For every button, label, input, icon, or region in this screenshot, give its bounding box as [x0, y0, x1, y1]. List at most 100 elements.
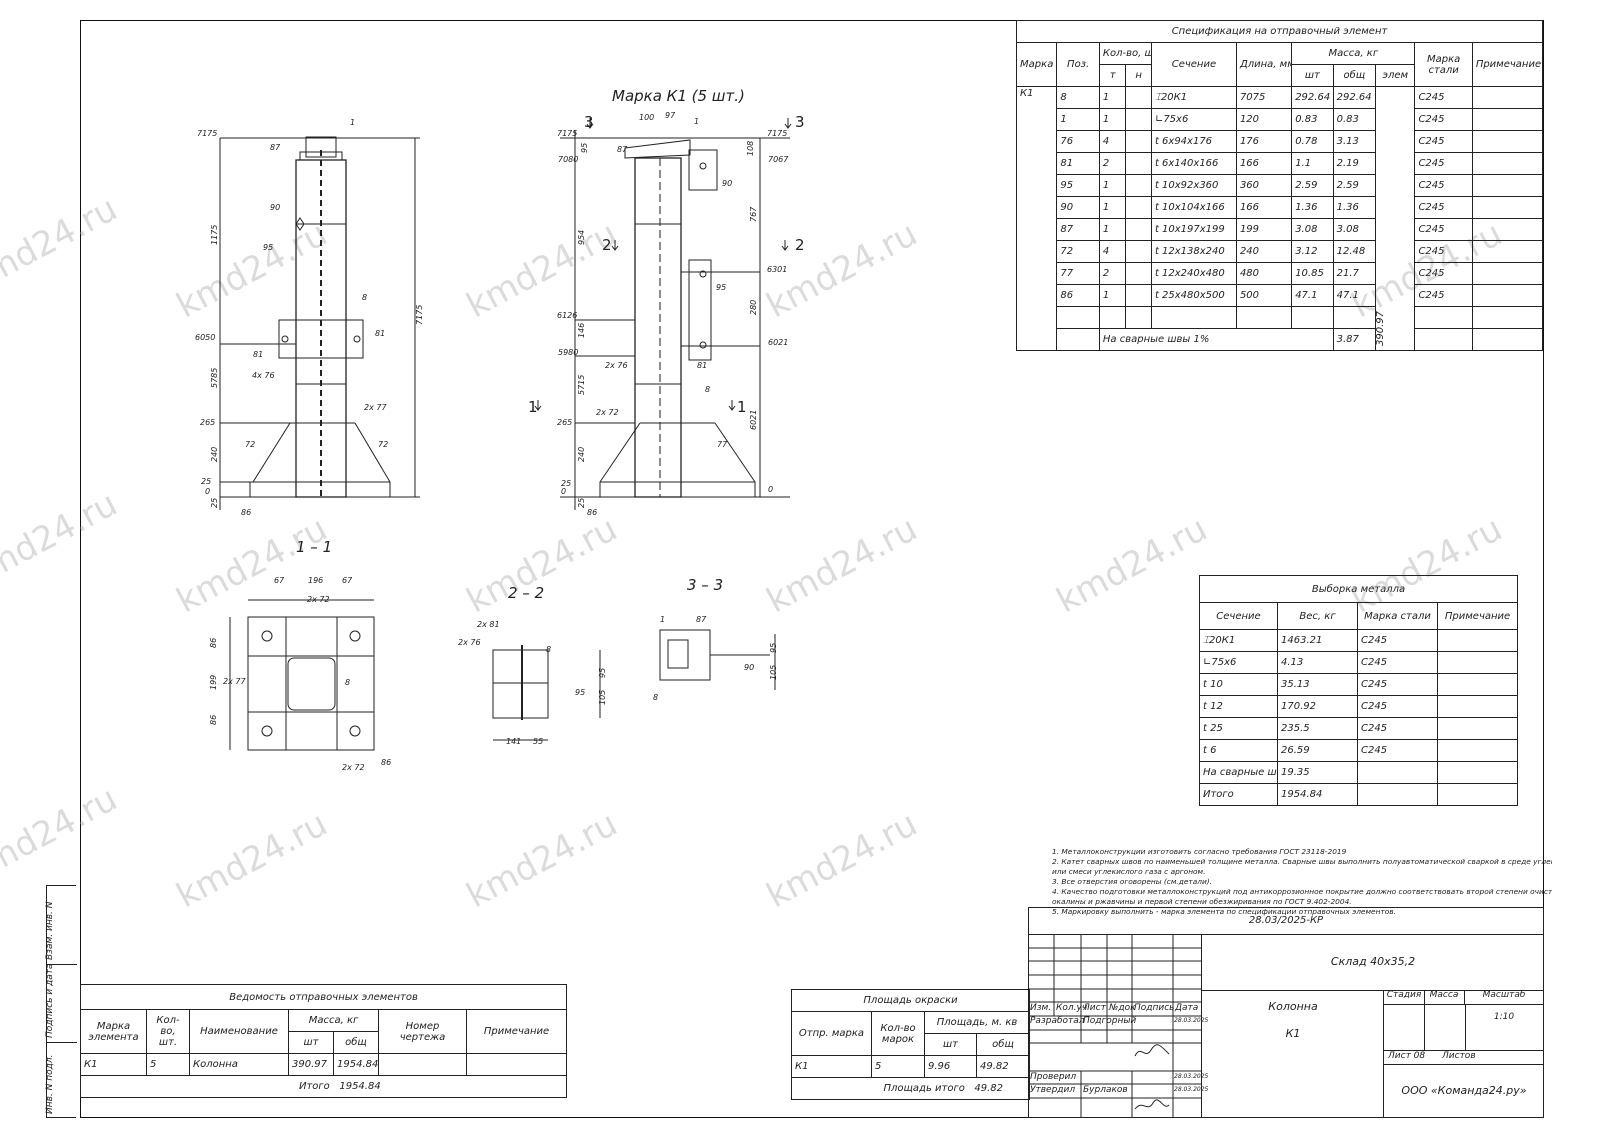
dimension-label: 5785: [210, 368, 219, 388]
stamp-checked-date: 28.03.2025: [1174, 1073, 1209, 1080]
spec-h-marka: Марка: [1015, 42, 1058, 87]
stamp-company: ООО «Команда24.ру»: [1383, 1064, 1544, 1117]
paint-total-label: Площадь итого: [883, 1083, 965, 1094]
dimension-label: 95: [263, 243, 273, 252]
dimension-label: 95: [769, 643, 778, 653]
metal-h-weight: Вес, кг: [1277, 602, 1358, 630]
stamp-sheets-label: Листов: [1442, 1051, 1476, 1061]
stamp-object: Склад 40х35,2: [1201, 934, 1544, 991]
dimension-label: 6050: [195, 333, 215, 342]
dimension-label: 8: [546, 645, 551, 654]
ved-h-qty: Кол-во, шт.: [146, 1009, 190, 1054]
paint-obsh: 49.82: [975, 1055, 1031, 1078]
dimension-label: 7080: [558, 155, 578, 164]
dimension-label: 87: [617, 145, 628, 154]
paint-table: Площадь окраски Отпр. марка Кол-во марок…: [790, 989, 1031, 1100]
stamp-developed-label: Разработал: [1030, 1016, 1085, 1026]
dimension-label: 2х 72: [342, 763, 365, 772]
metal-h-note: Примечание: [1436, 602, 1519, 630]
dimension-label: 8: [362, 293, 367, 302]
dimension-label: 86: [209, 715, 218, 725]
stamp-element-box: Колонна К1: [1201, 990, 1384, 1117]
section-1-title: 1 – 1: [296, 538, 332, 556]
dimension-label: 7175: [415, 305, 424, 325]
spec-welds-row: На сварные швы 1%3.87: [1017, 328, 1544, 351]
dimension-label: 5980: [558, 348, 578, 357]
spec-h-steel: Марка стали: [1414, 42, 1473, 87]
dimension-label: 240: [577, 447, 586, 462]
spec-h-elem: элем: [1375, 64, 1416, 87]
dimension-label: 199: [209, 675, 218, 690]
spec-h-obsh: общ: [1332, 64, 1377, 87]
side-cell-2: Подпись и дата: [45, 963, 77, 1043]
ved-sht: 390.97: [288, 1053, 334, 1076]
note-line: окалины и ржавчины и первой степени обез…: [1052, 897, 1352, 906]
dimension-label: 6021: [749, 410, 758, 430]
stamp-element: Колонна: [1268, 1000, 1318, 1013]
stamp-col-list: Лист: [1083, 1003, 1106, 1013]
dimension-label: 72: [245, 440, 255, 449]
dimension-label: 25: [201, 477, 211, 486]
ved-total-row: Итого 1954.84: [79, 1075, 568, 1098]
spec-h-poz: Поз.: [1056, 42, 1100, 87]
dimension-label: 280: [749, 300, 758, 315]
dimension-label: 0: [205, 487, 210, 496]
dimension-label: 2х 72: [596, 408, 619, 417]
dimension-label: 6021: [768, 338, 788, 347]
title-block: 28.03/2025-КР Склад 40х35,2 Колонна К1 С…: [1028, 907, 1544, 1118]
ved-qty: 5: [146, 1053, 190, 1076]
cut-marker-1-left: 1: [528, 398, 538, 416]
dimension-label: 81: [253, 350, 263, 359]
spec-title: Спецификация на отправочный элемент: [1016, 20, 1543, 43]
spec-mark: К1: [1015, 86, 1058, 351]
dimension-label: 2х 77: [364, 403, 387, 412]
stamp-sheet-row: Лист 08 Листов: [1383, 1050, 1544, 1065]
spec-h-qty: Кол-во, шт: [1098, 42, 1152, 65]
side-stamp: Взам. инв. N Подпись и дата Инв. N подл.: [45, 885, 77, 1118]
dimension-label: 90: [722, 179, 732, 188]
dimension-label: 265: [557, 418, 572, 427]
dimension-label: 7175: [767, 129, 787, 138]
dimension-label: 90: [270, 203, 280, 212]
note-line: 4. Качество подготовки металлоконструкци…: [1052, 887, 1552, 896]
metal-welds-value: 19.35: [1277, 761, 1358, 784]
paint-h-marka: Отпр. марка: [791, 1011, 872, 1056]
spec-h-length: Длина, мм: [1235, 42, 1293, 87]
paint-marka: К1: [791, 1055, 872, 1078]
spec-h-t: т: [1098, 64, 1127, 87]
dimension-label: 25: [561, 479, 571, 488]
note-line: или смеси углекислого газа с аргоном.: [1052, 867, 1206, 876]
drawing-frame: [80, 20, 1544, 1118]
paint-total-value: 49.82: [974, 1083, 1004, 1094]
dimension-label: 6301: [767, 265, 787, 274]
ved-name: Колонна: [189, 1053, 289, 1076]
dimension-label: 72: [378, 440, 388, 449]
metal-total-label: Итого: [1199, 783, 1278, 806]
stamp-element-mark: К1: [1285, 1027, 1301, 1040]
note-line: 5. Маркировку выполнить - марка элемента…: [1052, 907, 1396, 916]
dimension-label: 95: [598, 668, 607, 678]
ved-h-marka: Марка элемента: [80, 1009, 147, 1054]
stamp-stage-label: Стадия: [1384, 990, 1425, 1005]
dimension-label: 86: [587, 508, 597, 517]
vedomost-table: Ведомость отправочных элементов Марка эл…: [79, 984, 568, 1098]
dimension-label: 105: [769, 665, 778, 680]
dimension-label: 2х 81: [477, 620, 500, 629]
stamp-developed-date: 28.03.2025: [1174, 1017, 1209, 1024]
dimension-label: 767: [749, 206, 758, 222]
note-line: 1. Металлоконструкции изготовить согласн…: [1052, 847, 1347, 856]
dimension-label: 6126: [557, 311, 577, 320]
dimension-label: 105: [598, 690, 607, 705]
paint-total-row: Площадь итого 49.82: [790, 1077, 1031, 1100]
dimension-label: 108: [746, 141, 755, 156]
stamp-sheet-label: Лист 08: [1388, 1051, 1426, 1061]
